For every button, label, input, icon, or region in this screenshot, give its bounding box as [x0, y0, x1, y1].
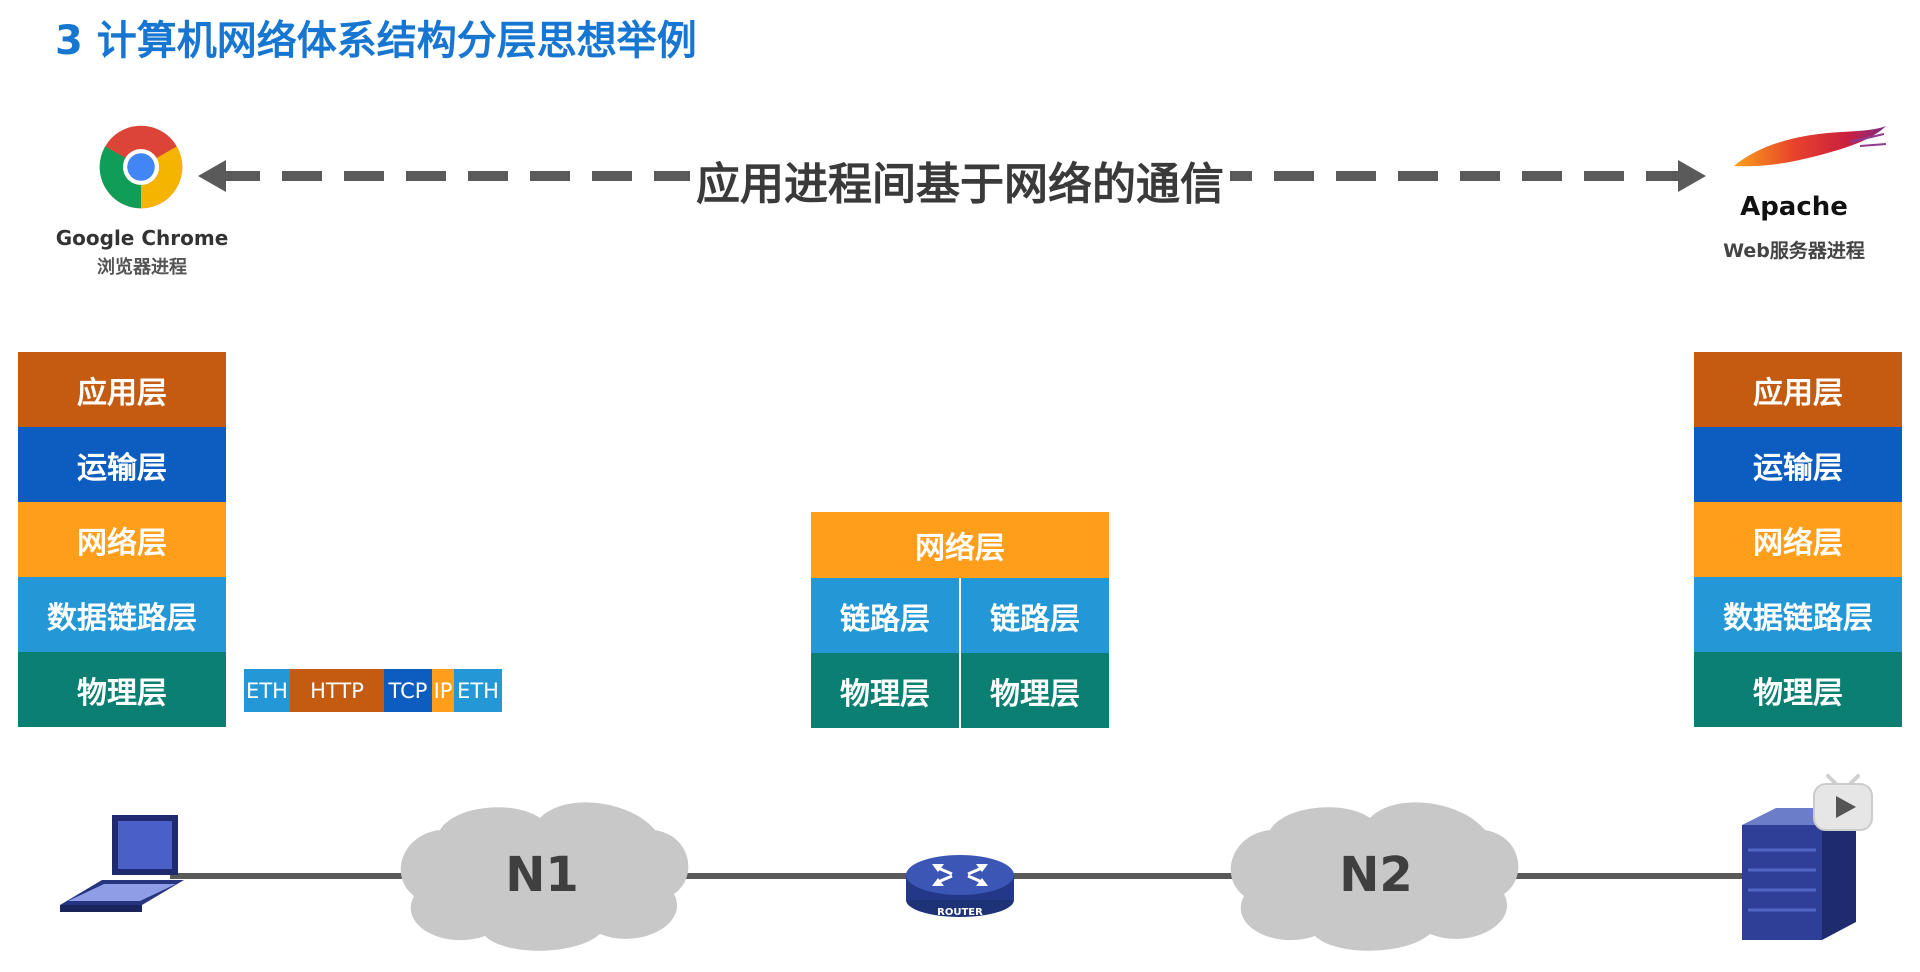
packet-eth-header: ETH [244, 669, 290, 712]
chrome-logo-icon [99, 125, 183, 209]
client-protocol-stack: 应用层 运输层 网络层 数据链路层 物理层 [18, 352, 226, 727]
network-n2-label: N2 [1339, 847, 1413, 903]
router-physical-layer-left: 物理层 [811, 653, 959, 728]
page-title: 3 计算机网络体系结构分层思想举例 [55, 18, 697, 64]
router-link-layer-left: 链路层 [811, 578, 959, 653]
client-physical-layer: 物理层 [18, 652, 226, 727]
apache-feather-icon [1734, 126, 1887, 167]
router-link-row: 链路层 链路层 [811, 578, 1109, 653]
cloud-n2 [1230, 802, 1519, 951]
client-application-layer: 应用层 [18, 352, 226, 427]
router-network-layer: 网络层 [811, 512, 1109, 578]
laptop-icon [60, 815, 184, 912]
server-physical-layer: 物理层 [1694, 652, 1902, 727]
play-icon[interactable] [1810, 770, 1876, 834]
client-app-name: Google Chrome [55, 226, 229, 250]
client-transport-layer: 运输层 [18, 427, 226, 502]
cloud-n1 [400, 802, 689, 951]
router-physical-row: 物理层 物理层 [811, 653, 1109, 728]
router-link-layer-right: 链路层 [959, 578, 1109, 653]
server-network-layer: 网络层 [1694, 502, 1902, 577]
client-network-layer: 网络层 [18, 502, 226, 577]
network-n1-label: N1 [505, 847, 579, 903]
packet: ETH HTTP TCP IP ETH [244, 669, 502, 712]
packet-tcp-header: TCP [384, 669, 432, 712]
router-icon [906, 855, 1014, 917]
packet-eth-trailer: ETH [454, 669, 502, 712]
server-application-layer: 应用层 [1694, 352, 1902, 427]
client-datalink-layer: 数据链路层 [18, 577, 226, 652]
communication-arrow [198, 160, 1706, 192]
server-protocol-stack: 应用层 运输层 网络层 数据链路层 物理层 [1694, 352, 1902, 727]
network-topology [60, 802, 1856, 951]
communication-label: 应用进程间基于网络的通信 [690, 148, 1230, 212]
router-physical-layer-right: 物理层 [959, 653, 1109, 728]
server-process-label: Web服务器进程 [1723, 240, 1865, 262]
router-protocol-stack: 网络层 链路层 链路层 物理层 物理层 [811, 512, 1109, 728]
server-app-name: Apache [1740, 192, 1848, 222]
client-process-label: 浏览器进程 [97, 257, 187, 278]
server-datalink-layer: 数据链路层 [1694, 577, 1902, 652]
packet-ip-header: IP [432, 669, 454, 712]
server-transport-layer: 运输层 [1694, 427, 1902, 502]
packet-http-segment: HTTP [290, 669, 384, 712]
router-label: ROUTER [937, 907, 983, 918]
